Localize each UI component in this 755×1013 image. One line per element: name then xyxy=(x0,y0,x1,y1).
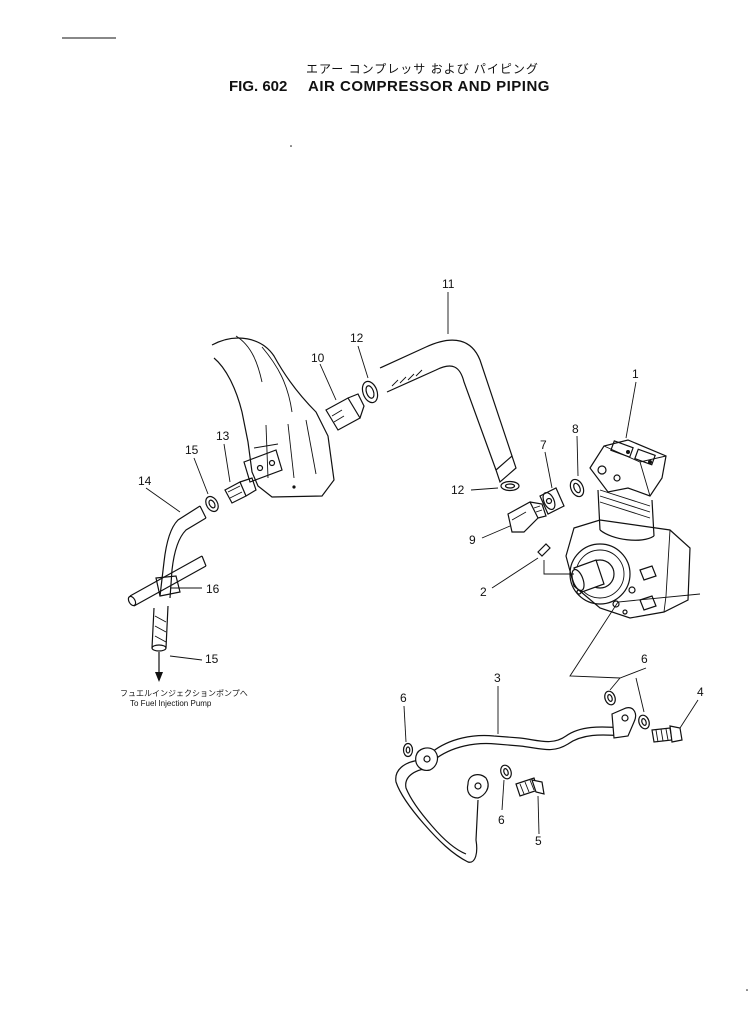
air-compressor-part-1 xyxy=(565,439,691,619)
washer-part-6 xyxy=(402,742,414,758)
callout-8: 8 xyxy=(572,422,579,436)
callout-7: 7 xyxy=(540,438,547,452)
nipple-part-13 xyxy=(224,477,257,504)
bolt-part-4 xyxy=(651,725,683,743)
callout-10: 10 xyxy=(311,351,325,365)
callout-11: 11 xyxy=(442,277,455,291)
leader-lines xyxy=(145,292,701,835)
callout-13: 13 xyxy=(216,429,230,443)
hose-clamp-part-12 xyxy=(361,380,379,404)
callout-6: 6 xyxy=(498,813,505,827)
air-pipe-part-11 xyxy=(379,339,517,484)
intake-manifold xyxy=(211,335,335,498)
washer-part-6 xyxy=(604,690,616,706)
callout-2: 2 xyxy=(480,585,487,599)
union-part-7 xyxy=(539,487,565,515)
callout-14: 14 xyxy=(138,474,152,488)
washer-part-6 xyxy=(500,764,512,780)
callout-numbers: 11 12 10 1 13 15 14 7 8 12 9 16 2 15 6 3… xyxy=(138,277,704,848)
callout-5: 5 xyxy=(535,834,542,848)
hose-clamp-part-15 xyxy=(205,495,219,513)
callout-15: 15 xyxy=(185,443,199,457)
callout-9: 9 xyxy=(469,533,476,547)
key-part-2 xyxy=(537,543,551,557)
callout-3: 3 xyxy=(494,671,501,685)
callout-15: 15 xyxy=(205,652,219,666)
callout-4: 4 xyxy=(697,685,704,699)
destination-note-japanese: フュエルインジェクションポンプへ xyxy=(120,689,248,698)
washer-part-6 xyxy=(638,714,650,730)
bolt-part-5 xyxy=(515,777,545,797)
hose-clamp-part-12 xyxy=(500,480,520,492)
figure-title-japanese: エアー コンプレッサ および パイピング xyxy=(306,62,539,76)
callout-6: 6 xyxy=(400,691,407,705)
callout-12: 12 xyxy=(350,331,364,345)
tube-clip-part-16 xyxy=(127,555,207,607)
elbow-part-9 xyxy=(507,501,547,533)
direction-arrow xyxy=(155,672,163,682)
figure-title: AIR COMPRESSOR AND PIPING xyxy=(308,78,550,95)
hose-part-15 xyxy=(151,605,169,652)
scan-speck xyxy=(746,989,748,991)
hose-adapter-part-10 xyxy=(325,393,365,431)
figure-number: FIG. 602 xyxy=(229,78,288,95)
fuel-hose-part-14 xyxy=(159,505,207,599)
o-ring-part-8 xyxy=(569,478,585,498)
callout-12: 12 xyxy=(451,483,465,497)
key-location-line xyxy=(543,560,574,575)
pipe-assembly-part-3 xyxy=(395,707,637,863)
callout-6: 6 xyxy=(641,652,648,666)
callout-1: 1 xyxy=(632,367,639,381)
destination-note: To Fuel Injection Pump xyxy=(130,699,212,708)
scan-speck xyxy=(290,145,292,147)
callout-16: 16 xyxy=(206,582,220,596)
